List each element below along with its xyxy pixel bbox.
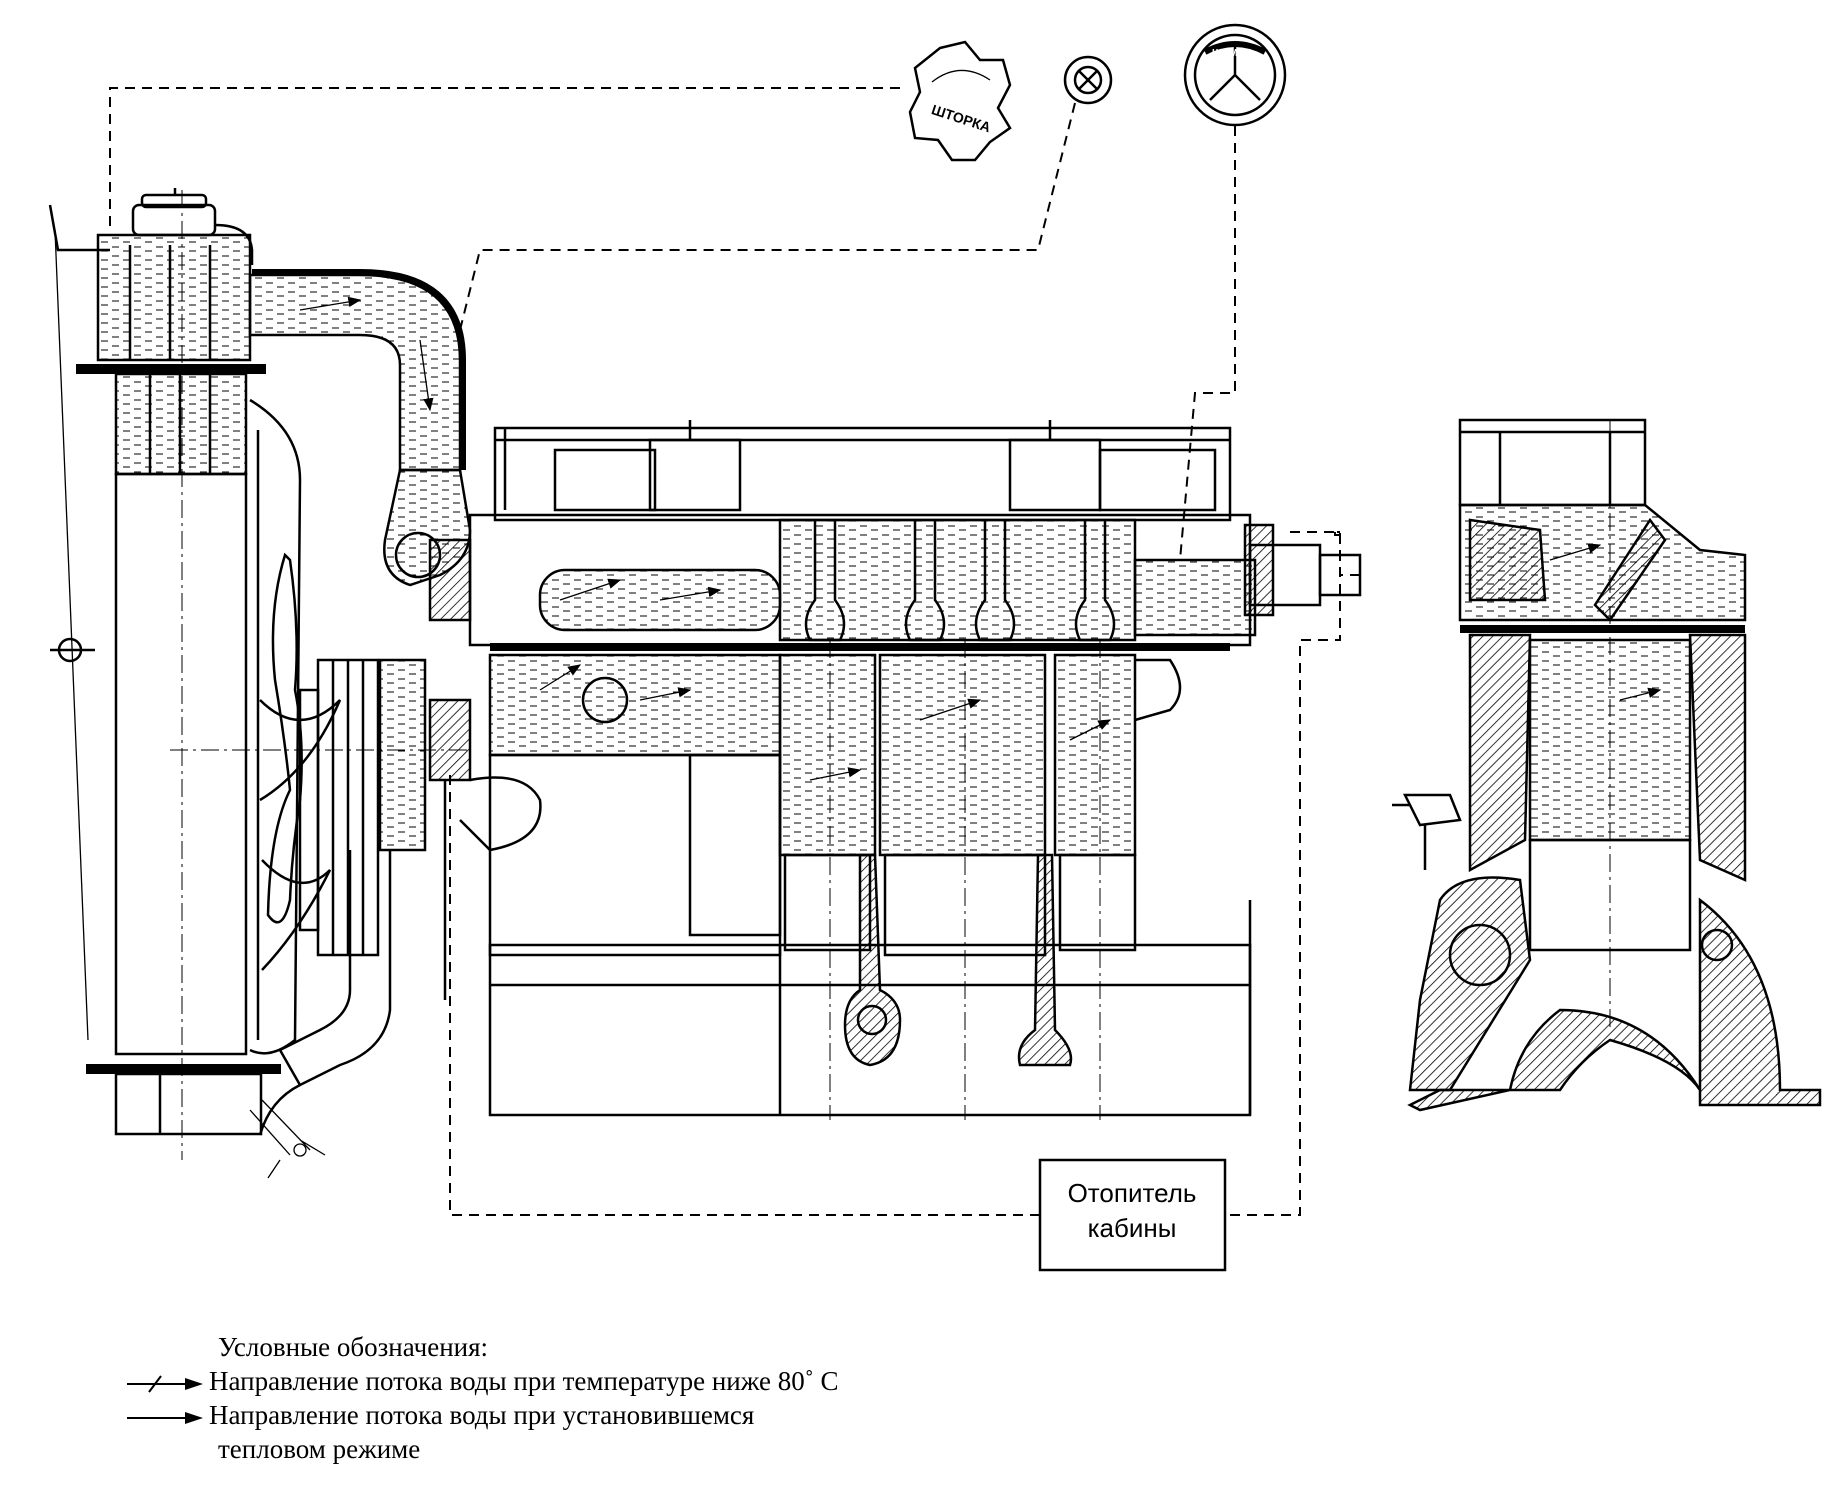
legend: Условные обозначения: Направление потока…: [125, 1330, 839, 1466]
gauge-face-label: ШИМЕТ: [1212, 48, 1250, 59]
water-pump: [258, 538, 542, 1136]
fan: [170, 398, 470, 1055]
shutter-knob: ШТОРКА: [908, 40, 1012, 162]
flow-arrows: [299, 296, 1662, 781]
cross-section-view: [1392, 418, 1822, 1112]
legend-continuation: тепловом режиме: [218, 1434, 421, 1464]
radiator: [48, 188, 326, 1179]
temperature-gauge: ШИМЕТ: [1183, 23, 1287, 127]
heater-label-line2: кабины: [1088, 1213, 1177, 1243]
warning-lamp: [1063, 55, 1113, 105]
shutter-knob-label: ШТОРКА: [930, 101, 993, 135]
legend-text-steady: Направление потока воды при установившем…: [209, 1400, 755, 1430]
legend-item-cold: Направление потока воды при температуре …: [125, 1364, 839, 1398]
engine-block: [468, 420, 1362, 1120]
arrow-icon: [127, 1411, 203, 1424]
heater-label-line1: Отопитель: [1068, 1178, 1197, 1208]
crossed-arrow-icon: [127, 1375, 203, 1393]
legend-item-steady: Направление потока воды при установившем…: [125, 1398, 839, 1432]
valves: [804, 520, 1116, 642]
legend-text-cold: Направление потока воды при температуре …: [209, 1366, 839, 1396]
cabin-heater: Отопитель кабины: [1038, 1158, 1227, 1272]
control-connections: [109, 87, 1360, 1216]
legend-title: Условные обозначения:: [218, 1332, 489, 1362]
